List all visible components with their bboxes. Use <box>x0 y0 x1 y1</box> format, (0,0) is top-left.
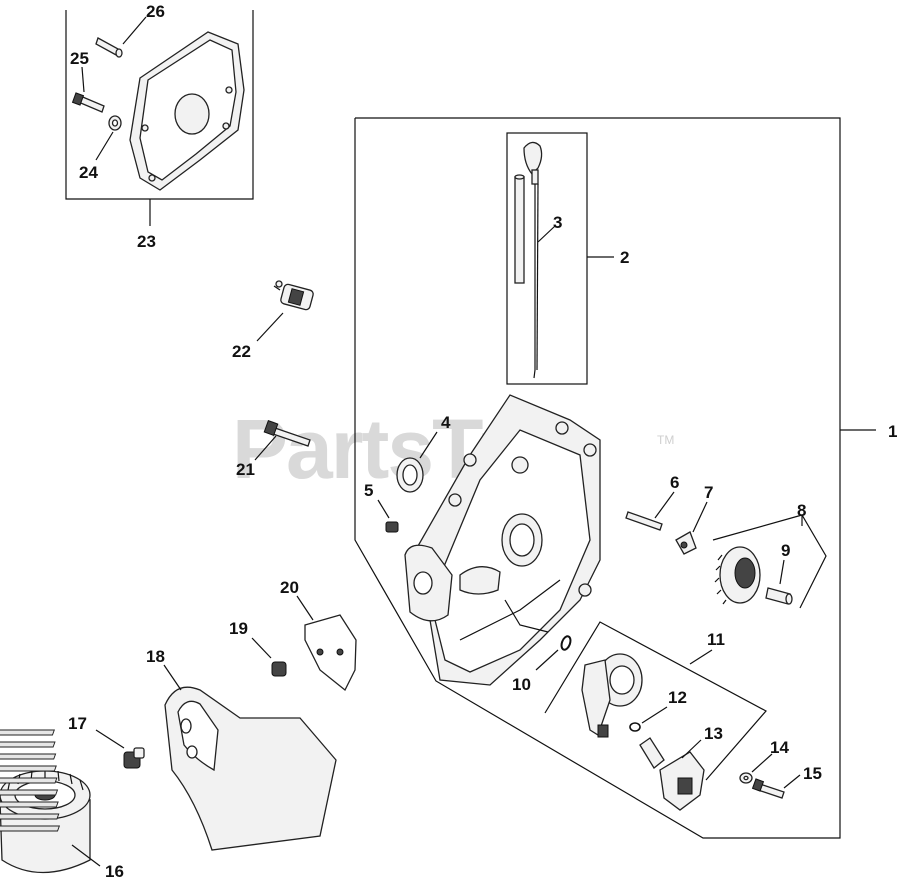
group-8-box <box>712 514 827 609</box>
part-25-screw[interactable] <box>71 92 105 113</box>
callout-labels: 1 2 3 4 5 6 7 8 9 10 11 12 13 14 15 16 1… <box>68 2 897 881</box>
callout-5[interactable]: 5 <box>364 481 373 500</box>
part-24-washer[interactable] <box>108 115 122 131</box>
callout-23[interactable]: 23 <box>137 232 156 251</box>
part-2-dipstick-tube[interactable] <box>514 174 525 284</box>
part-1-crankcase-cover[interactable] <box>404 394 601 686</box>
watermark-trademark: TM <box>657 433 674 447</box>
callout-17[interactable]: 17 <box>68 714 87 733</box>
part-6-dowel-pin[interactable] <box>625 511 663 531</box>
callout-12[interactable]: 12 <box>668 688 687 707</box>
callout-20[interactable]: 20 <box>280 578 299 597</box>
callout-4[interactable]: 4 <box>441 413 451 432</box>
callout-21[interactable]: 21 <box>236 460 255 479</box>
part-3-dipstick[interactable] <box>523 141 543 379</box>
part-23-adapter-plate[interactable] <box>129 31 245 191</box>
part-8-gear[interactable] <box>714 546 761 605</box>
group-23-box <box>65 10 254 226</box>
part-15-bolt[interactable] <box>751 778 785 799</box>
part-4-oil-seal[interactable] <box>396 457 424 493</box>
part-12-retaining-ring[interactable] <box>629 722 641 732</box>
callout-26[interactable]: 26 <box>146 2 165 21</box>
callout-24[interactable]: 24 <box>79 163 98 182</box>
part-10-o-ring[interactable] <box>560 635 572 651</box>
group-11-box <box>544 621 767 781</box>
part-11-governor-gear[interactable] <box>581 653 643 738</box>
part-20-gasket[interactable] <box>304 614 357 692</box>
part-26-pin[interactable] <box>95 37 123 58</box>
part-7-bushing[interactable] <box>675 531 697 555</box>
group-2-box <box>506 132 614 385</box>
callout-14[interactable]: 14 <box>770 738 789 757</box>
callout-3[interactable]: 3 <box>553 213 562 232</box>
callout-15[interactable]: 15 <box>803 764 822 783</box>
callout-22[interactable]: 22 <box>232 342 251 361</box>
cooler-fins <box>0 729 61 832</box>
part-5-plug[interactable] <box>385 521 399 533</box>
callout-10[interactable]: 10 <box>512 675 531 694</box>
callout-25[interactable]: 25 <box>70 49 89 68</box>
callout-2[interactable]: 2 <box>620 248 629 267</box>
part-22-sensor[interactable] <box>273 280 314 311</box>
part-16-oil-filter[interactable] <box>0 770 91 874</box>
part-14-washer[interactable] <box>739 772 753 784</box>
part-13-oil-sensor[interactable] <box>639 737 705 811</box>
callout-18[interactable]: 18 <box>146 647 165 666</box>
callout-16[interactable]: 16 <box>105 862 124 881</box>
group-1-box <box>354 117 876 839</box>
part-9-shaft[interactable] <box>765 587 793 605</box>
part-18-oil-cooler[interactable] <box>0 686 337 851</box>
part-21-bolt[interactable] <box>263 420 311 447</box>
callout-8[interactable]: 8 <box>797 501 806 520</box>
callout-9[interactable]: 9 <box>781 541 790 560</box>
callout-19[interactable]: 19 <box>229 619 248 638</box>
callout-11[interactable]: 11 <box>707 630 725 649</box>
part-17-drain-plug[interactable] <box>123 747 145 769</box>
part-19-fitting[interactable] <box>271 661 287 677</box>
callout-1[interactable]: 1 <box>888 422 897 441</box>
callout-7[interactable]: 7 <box>704 483 713 502</box>
callout-6[interactable]: 6 <box>670 473 679 492</box>
callout-13[interactable]: 13 <box>704 724 723 743</box>
